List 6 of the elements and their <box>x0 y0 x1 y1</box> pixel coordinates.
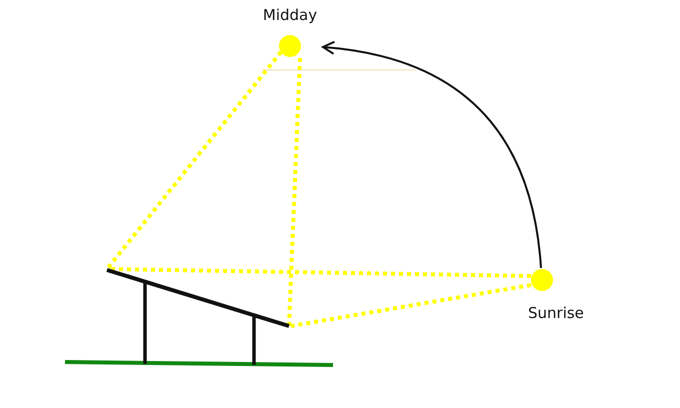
sun-ray <box>290 283 532 328</box>
sun-ray <box>105 50 283 270</box>
sun-ray <box>287 58 302 326</box>
sun-position-label: Midday <box>262 6 318 24</box>
arrow <box>322 41 542 268</box>
sun-position-label: Sunrise <box>528 304 584 322</box>
